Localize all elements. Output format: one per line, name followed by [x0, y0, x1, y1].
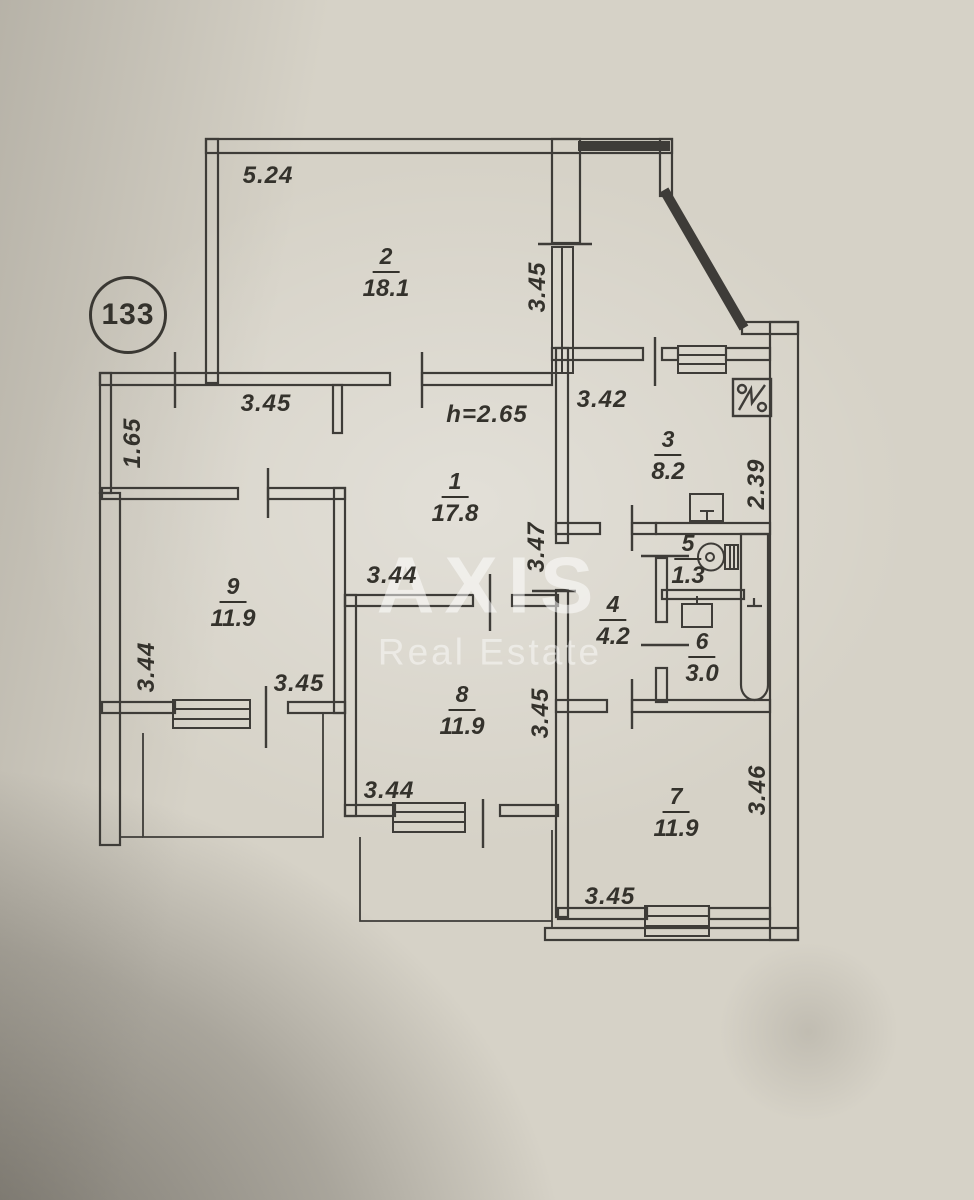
dim-hall-left: 1.65: [119, 417, 146, 469]
room-label-2: 2 18.1: [362, 243, 410, 302]
room-label-3: 3 8.2: [651, 426, 685, 485]
dim-room7-width: 3.45: [584, 883, 636, 910]
window-room2: [551, 246, 574, 374]
room-label-6: 6 3.0: [685, 628, 719, 687]
room-label-9: 9 11.9: [210, 573, 256, 632]
dim-room8-width: 3.44: [363, 777, 415, 804]
window-room8: [392, 802, 466, 833]
dim-room8-side: 3.45: [527, 687, 554, 739]
dim-room7-side: 3.46: [744, 764, 771, 816]
room-label-7: 7 11.9: [653, 783, 699, 842]
dim-hall-mid: 3.44: [366, 562, 418, 589]
dim-corridor-side: 3.47: [523, 521, 550, 573]
dim-room2-side: 3.45: [524, 261, 551, 313]
dim-room9-width: 3.45: [273, 670, 325, 697]
apartment-number-badge: 133: [89, 276, 167, 354]
balcony-outlines: [120, 713, 553, 928]
toilet-icon: [697, 542, 739, 572]
dim-room2-width: 5.24: [242, 162, 294, 189]
room-label-5: 5 1.3: [671, 530, 705, 589]
vent-shaft-icon: [731, 377, 773, 418]
windows: [172, 246, 727, 937]
thick-wall-segments: [578, 141, 749, 331]
fixtures: [681, 377, 773, 702]
diagonal-corner-wall: [659, 187, 749, 331]
sink-icon: [681, 596, 713, 628]
dim-kitchen-width: 3.42: [576, 386, 628, 413]
room-label-4: 4 4.2: [596, 591, 630, 650]
door-ticks: [173, 242, 689, 848]
stove-icon: [689, 493, 724, 522]
ceiling-height-note: h=2.65: [446, 401, 528, 428]
room-label-8: 8 11.9: [439, 681, 485, 740]
apartment-number: 133: [101, 298, 155, 331]
window-room7: [644, 905, 710, 937]
window-room9: [172, 699, 251, 729]
dim-kitchen-side: 2.39: [743, 458, 770, 510]
dim-room9-side: 3.44: [133, 641, 160, 693]
dim-hall-top: 3.45: [240, 390, 292, 417]
bathtub-icon: [739, 532, 770, 702]
window-vestibule: [677, 345, 727, 374]
room-label-1: 1 17.8: [431, 468, 479, 527]
